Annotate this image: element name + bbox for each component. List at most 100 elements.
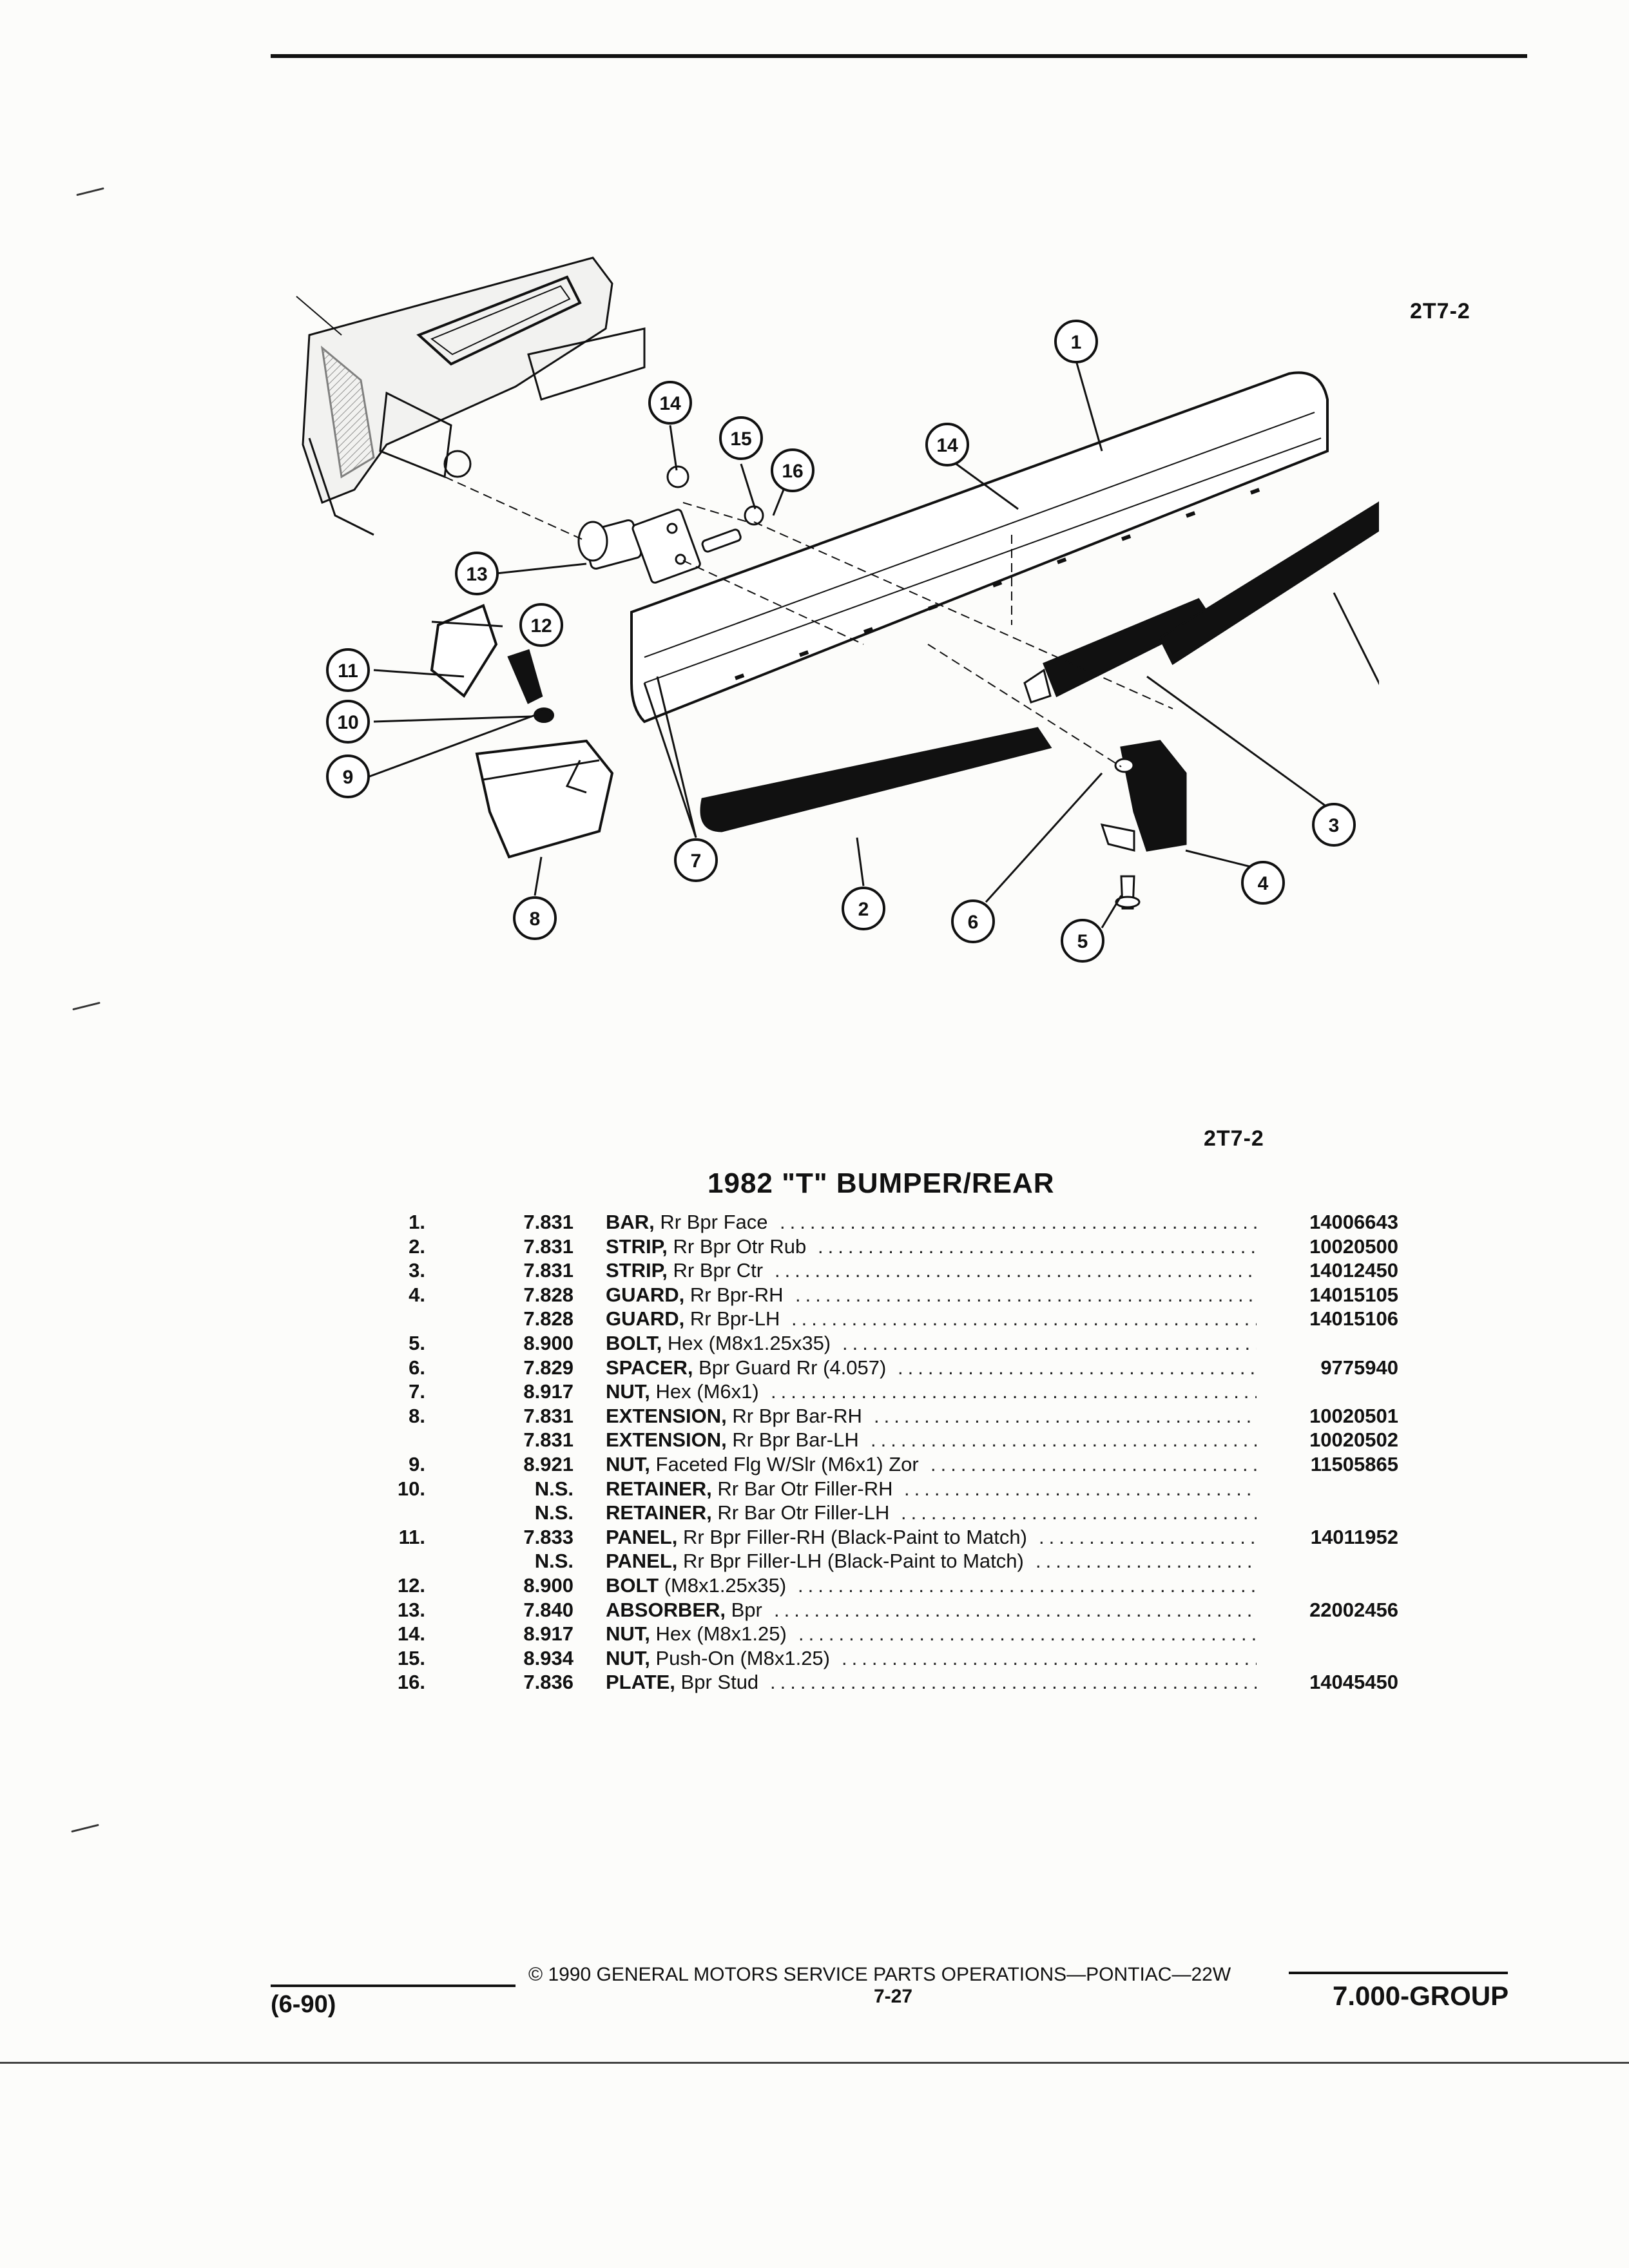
part-description: BAR, Rr Bpr Face: [606, 1210, 768, 1235]
callout-11: [326, 648, 370, 692]
group-number: 8.917: [523, 1380, 574, 1403]
parts-row: N.S.RETAINER, Rr Bar Otr Filler-LH......…: [361, 1501, 1398, 1525]
part-name: GUARD,: [606, 1307, 685, 1331]
bumper-extension: [475, 739, 614, 859]
part-detail: Bpr Stud: [675, 1671, 759, 1694]
item-number: 13.: [397, 1598, 425, 1621]
group-number: 8.900: [523, 1574, 574, 1597]
footer-rule-right: [1289, 1972, 1508, 1974]
part-name: EXTENSION,: [606, 1428, 727, 1452]
item-number: 4.: [409, 1283, 425, 1306]
item-number: 14.: [397, 1622, 425, 1646]
part-detail: Rr Bpr-LH: [684, 1307, 780, 1331]
group-number: 8.934: [523, 1646, 574, 1669]
part-name: SPACER,: [606, 1356, 693, 1379]
part-name: EXTENSION,: [606, 1404, 727, 1427]
part-detail: Rr Bpr Filler-RH (Black-Paint to Match): [677, 1525, 1027, 1548]
part-number: 11505865: [1310, 1453, 1398, 1475]
part-detail: Bpr: [726, 1598, 762, 1621]
callout-8-label: 8: [530, 908, 541, 930]
part-detail: Bpr Guard Rr (4.057): [693, 1356, 887, 1379]
part-description: EXTENSION, Rr Bpr Bar-RH: [606, 1404, 862, 1428]
part-detail: Push-On (M8x1.25): [650, 1646, 831, 1669]
parts-row: N.S.PANEL, Rr Bpr Filler-LH (Black-Paint…: [361, 1549, 1398, 1573]
leader-dots: ........................................…: [774, 1598, 1257, 1621]
callout-13-label: 13: [466, 564, 487, 585]
part-name: STRIP,: [606, 1259, 668, 1282]
part-detail: Rr Bpr Ctr: [667, 1259, 764, 1282]
part-detail: Rr Bpr Bar-LH: [726, 1428, 859, 1452]
part-name: NUT,: [606, 1380, 650, 1403]
callout-6: [951, 899, 995, 943]
group-number: 7.831: [523, 1428, 574, 1452]
part-name: BAR,: [606, 1211, 655, 1233]
leader-dots: ........................................…: [775, 1259, 1257, 1282]
group-number: 7.828: [523, 1307, 574, 1331]
callout-14-right: [925, 423, 969, 466]
item-number: 15.: [397, 1646, 425, 1669]
part-name: RETAINER,: [606, 1477, 712, 1500]
item-number: 9.: [409, 1453, 425, 1475]
callout-5: [1061, 919, 1104, 963]
figure-code-top: 2T7-2: [1410, 299, 1470, 323]
group-number: N.S.: [534, 1501, 574, 1524]
leader-dots: ........................................…: [795, 1283, 1257, 1306]
item-number: 1.: [409, 1211, 425, 1233]
callout-5-label: 5: [1077, 931, 1088, 952]
part-name: RETAINER,: [606, 1501, 712, 1524]
part-name: NUT,: [606, 1622, 650, 1646]
group-number: 7.831: [523, 1211, 574, 1233]
callout-3: [1312, 803, 1356, 847]
callout-12: [519, 603, 563, 647]
callout-4: [1241, 861, 1285, 905]
part-detail: (M8x1.25x35): [659, 1574, 787, 1597]
part-description: GUARD, Rr Bpr-RH: [606, 1283, 784, 1307]
leader-dots: ........................................…: [770, 1671, 1257, 1694]
item-number: 10.: [397, 1477, 425, 1500]
top-rule: [271, 54, 1527, 58]
part-detail: Rr Bar Otr Filler-LH: [711, 1501, 890, 1524]
group-number: 7.836: [523, 1671, 574, 1694]
part-description: SPACER, Bpr Guard Rr (4.057): [606, 1356, 886, 1380]
leader-dots: ...........................: [1039, 1525, 1257, 1548]
group-number: 7.833: [523, 1525, 574, 1548]
part-description: PLATE, Bpr Stud: [606, 1670, 758, 1695]
footer-copyright: © 1990 GENERAL MOTORS SERVICE PARTS OPER…: [528, 1964, 1231, 1985]
part-number: 14015106: [1309, 1307, 1398, 1331]
callout-7: [674, 838, 718, 882]
part-description: NUT, Push-On (M8x1.25): [606, 1646, 830, 1671]
leader-dots: ........................................…: [842, 1332, 1257, 1354]
part-number: 14006643: [1309, 1211, 1398, 1233]
part-description: STRIP, Rr Bpr Ctr: [606, 1258, 763, 1283]
callout-9: [326, 754, 370, 798]
callout-15: [719, 416, 763, 460]
part-name: NUT,: [606, 1453, 650, 1475]
part-detail: Rr Bpr Filler-LH (Black-Paint to Match): [677, 1550, 1024, 1573]
bumper-guard: [1100, 740, 1187, 910]
margin-mark: [71, 1823, 99, 1833]
callout-2-left-label: 2: [858, 899, 869, 920]
part-name: PLATE,: [606, 1671, 675, 1694]
group-number: 8.900: [523, 1332, 574, 1354]
leader-dots: ........................................…: [874, 1404, 1257, 1427]
footer-group: 7.000-GROUP: [1333, 1981, 1509, 2011]
part-description: NUT, Hex (M8x1.25): [606, 1622, 787, 1646]
part-detail: Rr Bpr Bar-RH: [726, 1404, 862, 1427]
footer-page-number: 7-27: [874, 1986, 913, 2007]
part-description: RETAINER, Rr Bar Otr Filler-RH: [606, 1477, 892, 1501]
bottom-rule: [0, 2062, 1629, 2064]
callout-9-label: 9: [343, 767, 354, 788]
part-description: NUT, Hex (M6x1): [606, 1379, 759, 1404]
callout-14-left-label: 14: [659, 393, 681, 414]
part-name: PANEL,: [606, 1525, 678, 1548]
